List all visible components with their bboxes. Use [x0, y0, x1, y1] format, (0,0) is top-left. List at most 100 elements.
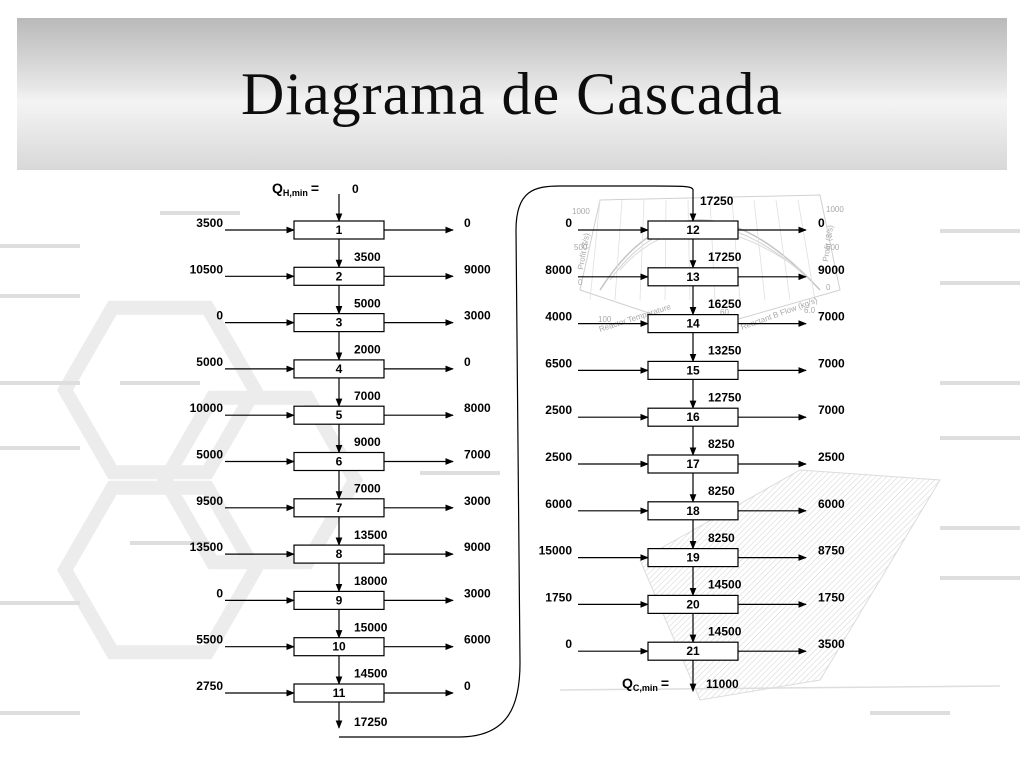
heat-in-value: 0	[565, 216, 572, 230]
right-column-top-value: 17250	[700, 194, 734, 208]
heat-in-value: 9500	[196, 494, 223, 508]
heat-in-value: 13500	[190, 540, 224, 554]
background-decoration	[0, 211, 1020, 715]
qh-min-label: QH,min=	[272, 180, 319, 198]
interval-number: 17	[686, 457, 700, 471]
interval-box-1: 1	[293, 220, 385, 240]
residual-value: 7000	[354, 389, 381, 403]
interval-box-20: 20	[647, 594, 739, 615]
interval-box-19: 19	[647, 547, 739, 568]
interval-number: 4	[336, 362, 343, 376]
heat-out-value: 9000	[464, 262, 491, 276]
interval-number: 10	[332, 640, 346, 654]
residual-value: 18000	[354, 574, 388, 588]
interval-number: 5	[336, 408, 343, 422]
heat-out-value: 7000	[818, 403, 845, 417]
heat-in-value: 1750	[545, 590, 572, 604]
watermark-tick-label: 0	[578, 278, 583, 287]
background-text-line	[940, 576, 1020, 580]
watermark-grid-line	[639, 199, 645, 301]
background-text-line	[940, 281, 1020, 285]
interval-box-12: 12	[647, 220, 739, 240]
background-text-line	[160, 211, 240, 215]
residual-value: 13250	[708, 344, 742, 358]
watermark-tick-label: 0	[826, 283, 831, 292]
residual-value: 14500	[708, 578, 742, 592]
heat-out-value: 7000	[818, 356, 845, 370]
residual-value: 16250	[708, 297, 742, 311]
background-text-line	[0, 244, 80, 248]
interval-box-6: 6	[293, 451, 385, 472]
heat-out-value: 9000	[818, 263, 845, 277]
heat-out-value: 0	[464, 679, 471, 693]
interval-number: 1	[336, 223, 343, 237]
interval-number: 12	[686, 223, 700, 237]
heat-in-value: 0	[216, 586, 223, 600]
background-text-line	[870, 711, 950, 715]
watermark-grid-line	[614, 199, 623, 301]
heat-in-value: 15000	[539, 544, 573, 558]
heat-in-value: 10500	[190, 262, 224, 276]
residual-value: 14500	[354, 667, 388, 681]
residual-value: 15000	[354, 620, 388, 634]
background-text-line	[0, 294, 80, 298]
interval-number: 13	[686, 270, 700, 284]
interval-number: 16	[686, 410, 700, 424]
interval-box-13: 13	[647, 267, 739, 287]
qc-min-label: QC,min=	[622, 675, 669, 693]
interval-number: 2	[336, 269, 343, 283]
heat-in-value: 4000	[545, 310, 572, 324]
background-hexagon	[56, 480, 264, 660]
heat-out-value: 9000	[464, 540, 491, 554]
residual-value: 17250	[354, 715, 388, 729]
heat-in-value: 0	[216, 309, 223, 323]
background-text-line	[130, 541, 210, 545]
heat-out-value: 3000	[464, 586, 491, 600]
residual-value: 13500	[354, 528, 388, 542]
cascade-connector	[339, 185, 694, 738]
heat-out-value: 6000	[818, 497, 845, 511]
heat-out-value: 7000	[464, 448, 491, 462]
watermark-tick-label: 1000	[826, 205, 844, 214]
interval-box-10: 10	[293, 637, 385, 657]
residual-value: 9000	[354, 435, 381, 449]
title-banner: Diagrama de Cascada	[17, 18, 1007, 170]
interval-box-4: 4	[293, 359, 385, 379]
watermark-grid-line	[775, 199, 791, 301]
qh-min-value: 0	[352, 182, 359, 196]
watermark-grid-line	[589, 199, 601, 301]
interval-box-21: 21	[647, 641, 739, 661]
heat-out-value: 3000	[464, 309, 491, 323]
interval-number: 21	[686, 644, 700, 658]
interval-number: 7	[336, 501, 343, 515]
heat-out-value: 3000	[464, 494, 491, 508]
heat-in-value: 5000	[196, 355, 223, 369]
heat-in-value: 6500	[545, 356, 572, 370]
residual-value: 8250	[708, 437, 735, 451]
interval-number: 14	[686, 317, 700, 331]
residual-value: 8250	[708, 531, 735, 545]
interval-box-2: 2	[293, 266, 385, 286]
interval-box-16: 16	[647, 407, 739, 427]
watermark-surface-curve	[599, 219, 821, 291]
heat-in-value: 3500	[196, 216, 223, 230]
heat-out-value: 8000	[464, 401, 491, 415]
heat-in-value: 8000	[545, 263, 572, 277]
heat-out-value: 2500	[818, 450, 845, 464]
residual-value: 12750	[708, 390, 742, 404]
residual-value: 14500	[708, 624, 742, 638]
residual-value: 3500	[354, 250, 381, 264]
interval-number: 15	[686, 363, 700, 377]
residual-value: 17250	[708, 250, 742, 264]
background-text-line	[940, 436, 1020, 440]
interval-box-15: 15	[647, 360, 739, 380]
heat-out-value: 6000	[464, 633, 491, 647]
background-hexagon	[56, 300, 264, 480]
watermark-tick-label: 60	[720, 308, 729, 317]
watermark-tick-label: 100	[598, 315, 612, 324]
interval-box-8: 8	[293, 544, 385, 564]
interval-number: 3	[336, 316, 343, 330]
